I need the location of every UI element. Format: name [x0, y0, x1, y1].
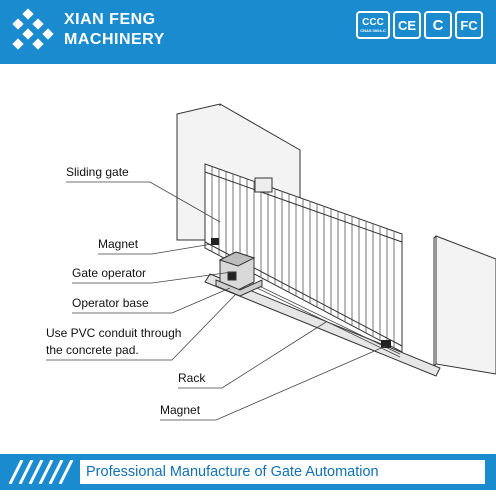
label-conduit-line1: Use PVC conduit through: [46, 326, 181, 340]
certification-badges: CCC CNAS 0004-C CE C FC: [356, 11, 483, 41]
tagline: Professional Manufacture of Gate Automat…: [86, 464, 379, 480]
ccc-certification-icon: CCC CNAS 0004-C: [356, 11, 390, 39]
magnet-bottom-block: [381, 340, 391, 348]
ce-certification-icon: CE: [393, 11, 421, 39]
right-wall: [435, 235, 496, 375]
ccc-sub: CNAS 0004-C: [360, 28, 386, 33]
label-sliding-gate: Sliding gate: [66, 165, 129, 179]
company-logo-icon: [12, 8, 54, 50]
company-name-line2: MACHINERY: [64, 31, 165, 48]
ccc-mark: CCC: [362, 17, 384, 28]
c-mark-certification-icon: C: [424, 11, 452, 39]
label-gate-operator: Gate operator: [72, 266, 146, 280]
label-operator-base: Operator base: [72, 296, 149, 310]
gate-operator: [215, 251, 263, 297]
label-magnet-bottom: Magnet: [160, 403, 201, 417]
footer-bar: Professional Manufacture of Gate Automat…: [0, 454, 496, 490]
leader-lines: [46, 181, 387, 421]
sliding-gate-diagram: Sliding gate Magnet Gate operator Operat…: [46, 103, 496, 421]
company-name-line1: XIAN FENG: [64, 11, 156, 28]
magnet-top-block: [211, 238, 219, 245]
gate-bars: [211, 167, 395, 348]
decorative-stripes-icon: [8, 460, 74, 484]
header-bar: XIAN FENG MACHINERY CCC CNAS 0004-C CE C…: [0, 0, 496, 64]
fc-certification-icon: FC: [455, 11, 483, 39]
limit-switch-box: [254, 177, 273, 193]
tagline-panel: Professional Manufacture of Gate Automat…: [80, 460, 485, 484]
label-rack: Rack: [178, 371, 206, 385]
label-conduit-line2: the concrete pad.: [46, 343, 139, 357]
label-magnet-top: Magnet: [98, 237, 139, 251]
